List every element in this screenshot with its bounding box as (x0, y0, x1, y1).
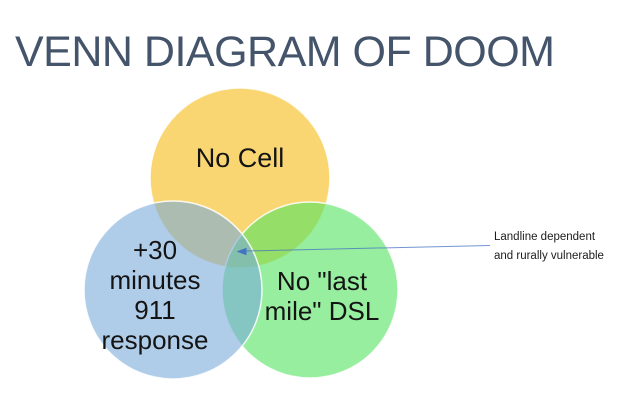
911-response-line-4: response (101, 325, 209, 355)
911-response-label: +30 minutes 911 response (75, 235, 235, 355)
annotation-line-1: Landline dependent (494, 231, 596, 243)
callout-annotation: Landline dependent and rurally vulnerabl… (494, 228, 634, 265)
911-response-line-1: +30 (132, 235, 178, 265)
callout-arrowhead-icon (236, 247, 247, 256)
911-response-line-3: 911 (134, 295, 176, 325)
no-dsl-label: No "last mile" DSL (242, 266, 402, 326)
slide-title: VENN DIAGRAM OF DOOM (15, 28, 555, 76)
no-dsl-line-2: mile" DSL (264, 296, 380, 326)
no-cell-label: No Cell (150, 142, 330, 174)
callout-arrow (236, 245, 491, 256)
no-cell-label-text: No Cell (195, 143, 285, 173)
no-dsl-line-1: No "last (276, 266, 368, 296)
911-response-line-2: minutes (109, 265, 201, 295)
callout-arrow-line (245, 245, 491, 252)
annotation-line-2: and rurally vulnerable (494, 249, 604, 262)
911-response-circle (83, 200, 263, 380)
